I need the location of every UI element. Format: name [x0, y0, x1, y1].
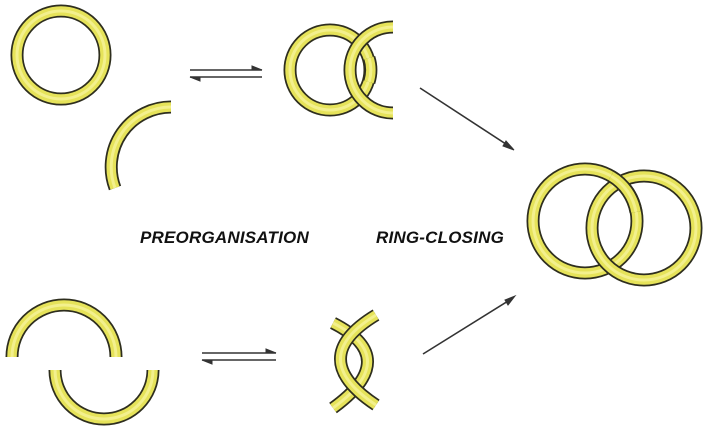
ring-closing-label: RING-CLOSING: [376, 228, 505, 247]
crossed-arcs-template: [329, 309, 380, 414]
half-ring-lower: [48, 369, 160, 426]
equilibrium-arrow-top: [189, 65, 263, 82]
preorganisation-label: PREORGANISATION: [140, 228, 309, 247]
catenane-product: [526, 162, 703, 287]
threaded-complex-top: [283, 20, 394, 120]
closed-ring-top-left: [10, 4, 112, 106]
equilibrium-arrow-bottom: [201, 348, 277, 365]
half-ring-upper: [5, 298, 123, 358]
open-arc-top-left: [104, 100, 172, 191]
arrow-to-catenane-bottom: [422, 294, 517, 355]
arrow-to-catenane-top: [419, 87, 515, 151]
